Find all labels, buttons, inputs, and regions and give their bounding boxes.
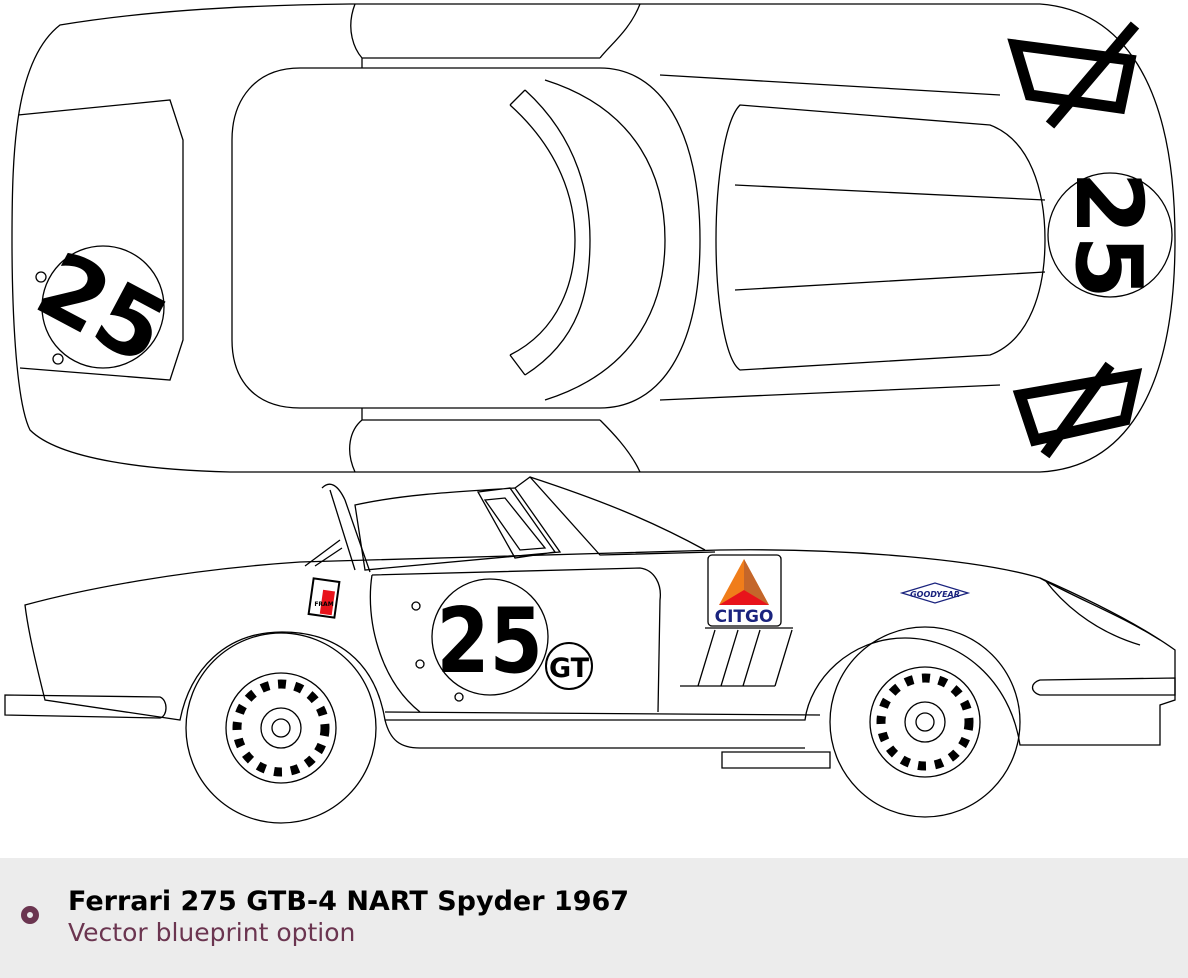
goodyear-logo-text: GOODYEAR [910,590,960,599]
top-door-lines [349,3,641,473]
fram-logo: FRAM [307,577,341,619]
side-nose [1039,577,1161,646]
side-rivet [454,692,464,702]
rear-wheel [185,632,377,824]
side-door [369,567,661,713]
top-cockpit [231,67,701,409]
fuel-cap-icon [52,353,64,365]
top-rear-roundel [41,245,165,369]
side-front-bumper [1031,677,1176,696]
top-bonnet [715,104,1046,371]
top-windscreen-frame [544,79,666,401]
top-front-number: 25 [1055,171,1162,299]
goodyear-logo: GOODYEAR [899,582,971,604]
side-view: 25 GT FRAM CITGO GOODYEAR [4,476,1176,824]
side-door-number: 25 [436,588,542,694]
fram-logo-text: FRAM [314,601,333,608]
fuel-cap-icon [35,271,47,283]
top-front-roundel [1047,172,1173,298]
side-body-outline [24,549,1176,746]
side-sill [384,711,821,749]
top-view: 25 25 [11,3,1176,473]
side-rear-bumper [4,694,167,719]
circle-bullet-icon [21,906,39,924]
top-rear-number: 25 [21,231,184,386]
side-windscreen [354,476,716,571]
gt-badge-label: GT [549,653,590,684]
headlight-tape-bottom [1012,361,1143,459]
caption-subtitle: Vector blueprint option [68,918,356,947]
side-exhaust [721,751,831,769]
top-body-outline [11,3,1176,473]
top-windscreen [509,89,591,376]
side-vents [680,627,793,687]
caption-bar: Ferrari 275 GTB-4 NART Spyder 1967 Vecto… [0,858,1188,978]
side-rollbar [304,483,371,573]
side-rivet [415,659,425,669]
citgo-logo-text: CITGO [715,607,774,627]
side-rivet [411,601,421,611]
headlight-tape-top [1007,21,1140,129]
citgo-logo: CITGO [707,554,782,627]
top-bonnet-lines [659,74,1046,401]
caption-title: Ferrari 275 GTB-4 NART Spyder 1967 [68,886,630,917]
car-blueprint: 25 25 25 GT FRAM [4,3,1176,824]
side-door-roundel [431,578,549,696]
front-wheel [829,626,1021,818]
gt-badge [545,642,593,690]
top-rear-deck [17,99,184,381]
